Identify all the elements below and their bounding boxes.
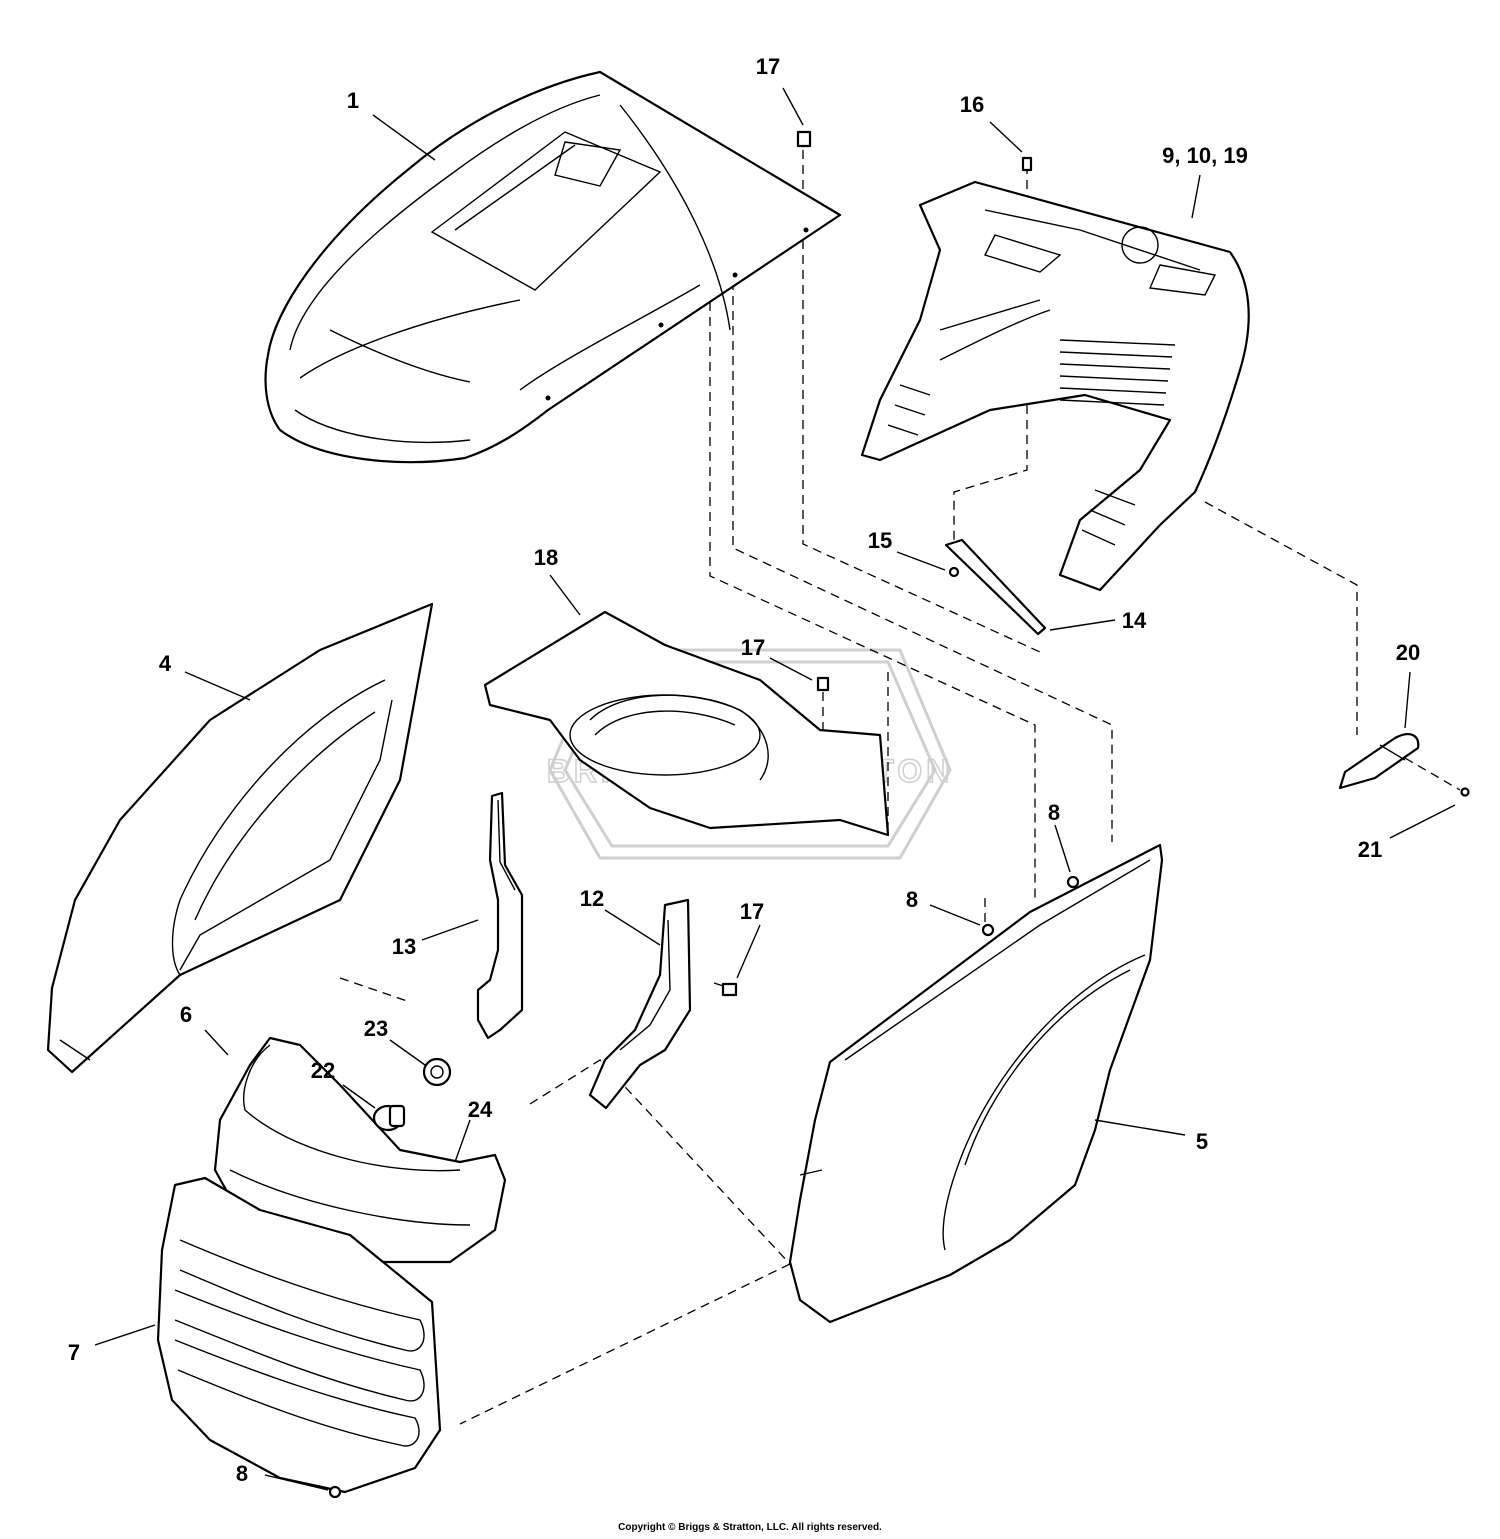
hood-rod-part-14 [944,538,1047,636]
callout-16: 16 [960,92,984,117]
screw-part-21 [1460,787,1470,797]
grille-part-7 [156,1176,442,1494]
dash-panel-part-18 [483,610,890,837]
callout-18: 18 [534,545,558,570]
nut-part-8-c [328,1485,342,1499]
bracket-part-12 [588,898,692,1110]
callout-7: 7 [68,1340,80,1365]
callout-8-lower: 8 [236,1461,248,1486]
callout-17-top: 17 [756,54,780,79]
side-panel-part-5 [788,843,1164,1324]
callout-12: 12 [580,886,604,911]
callout-24: 24 [468,1097,493,1122]
bolt-part-17-bracket [721,982,738,997]
callout-labels: 1 17 16 9, 10, 19 15 14 20 21 18 17 4 8 … [68,54,1420,1486]
hood-part-1 [264,70,842,464]
callout-15: 15 [868,528,892,553]
callout-4: 4 [159,651,172,676]
callout-9-10-19: 9, 10, 19 [1162,143,1248,168]
callout-8-upper: 8 [1048,800,1060,825]
callout-6: 6 [180,1002,192,1027]
bolt-part-16 [1021,156,1033,172]
callout-21: 21 [1358,837,1382,862]
copyright-notice: Copyright © Briggs & Stratton, LLC. All … [618,1522,882,1533]
callout-17-panel: 17 [741,635,765,660]
callout-8-middle: 8 [906,887,918,912]
callout-22: 22 [311,1058,335,1083]
bracket-part-13 [476,791,524,1040]
bracket-part-20 [1338,733,1420,790]
nut-part-8-a [1066,875,1080,889]
callout-17-bracket: 17 [740,899,764,924]
callout-14: 14 [1122,608,1147,633]
bulb-part-22 [372,1104,406,1132]
headlight-housing-part-6 [213,1036,507,1264]
bolt-part-17-top [796,130,812,148]
leader-lines [94,87,1456,1491]
callout-20: 20 [1396,640,1420,665]
callout-5: 5 [1196,1129,1208,1154]
callout-13: 13 [392,934,416,959]
nut-part-8-b [981,923,995,937]
callout-23: 23 [364,1016,388,1041]
socket-part-23 [422,1057,452,1087]
side-panel-part-4 [46,602,434,1074]
bolt-part-17-panel [816,676,830,692]
callout-1: 1 [347,88,359,113]
dash-housing-part-9 [860,180,1250,592]
